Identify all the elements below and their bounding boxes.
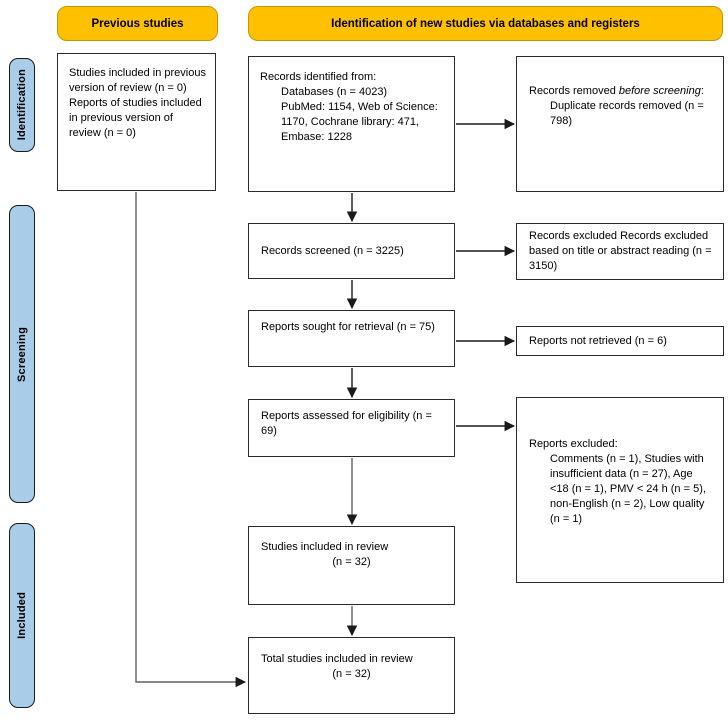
records-identified-breakdown: PubMed: 1154, Web of Science: 1170, Coch… bbox=[281, 101, 438, 143]
arrow-previous-to-total bbox=[135, 192, 247, 688]
total-studies-count: (n = 32) bbox=[332, 668, 371, 680]
records-identified-databases: Databases (n = 4023) bbox=[281, 86, 388, 98]
previous-studies-para1: Studies included in previous version of … bbox=[69, 67, 206, 94]
box-reports-not-retrieved: Reports not retrieved (n = 6) bbox=[516, 326, 724, 356]
box-records-screened: Records screened (n = 3225) bbox=[248, 223, 455, 279]
records-removed-title: Records removed before screening: bbox=[529, 84, 713, 99]
records-identified-title: Records identified from: bbox=[260, 71, 377, 83]
header-new-studies: Identification of new studies via databa… bbox=[248, 6, 723, 41]
records-removed-prefix: Records removed bbox=[529, 85, 619, 97]
reports-not-retrieved-label: Reports not retrieved (n = 6) bbox=[529, 334, 667, 347]
box-records-identified: Records identified from: Databases (n = … bbox=[248, 56, 455, 192]
reports-excluded-title: Reports excluded: bbox=[529, 438, 618, 450]
box-studies-included: Studies included in review (n = 32) bbox=[248, 526, 455, 605]
box-total-studies: Total studies included in review (n = 32… bbox=[248, 637, 455, 714]
records-removed-suffix: : bbox=[700, 85, 704, 97]
box-reports-sought: Reports sought for retrieval (n = 75) bbox=[248, 310, 455, 367]
phase-label-identification: Identification bbox=[16, 69, 28, 141]
records-excluded-label: Records excluded Records excluded based … bbox=[529, 230, 712, 272]
header-new-studies-label: Identification of new studies via databa… bbox=[331, 17, 640, 30]
phase-bar-identification: Identification bbox=[9, 58, 35, 152]
box-records-excluded: Records excluded Records excluded based … bbox=[516, 223, 724, 280]
box-previous-studies: Studies included in previous version of … bbox=[57, 53, 216, 191]
reports-sought-label: Reports sought for retrieval (n = 75) bbox=[261, 321, 435, 333]
reports-assessed-label: Reports assessed for eligibility (n = 69… bbox=[261, 410, 432, 437]
box-reports-excluded: Reports excluded: Comments (n = 1), Stud… bbox=[516, 397, 724, 583]
box-reports-assessed: Reports assessed for eligibility (n = 69… bbox=[248, 399, 455, 457]
phase-bar-screening: Screening bbox=[9, 205, 35, 503]
reports-excluded-detail: Comments (n = 1), Studies with insuffici… bbox=[550, 453, 706, 525]
header-previous-studies-label: Previous studies bbox=[91, 17, 184, 30]
phase-label-included: Included bbox=[16, 592, 28, 639]
records-removed-detail: Duplicate records removed (n = 798) bbox=[550, 100, 704, 127]
studies-included-count: (n = 32) bbox=[332, 556, 371, 568]
studies-included-label: Studies included in review bbox=[261, 541, 389, 553]
records-screened-label: Records screened (n = 3225) bbox=[261, 244, 404, 257]
total-studies-label: Total studies included in review bbox=[261, 653, 413, 665]
previous-studies-para2: Reports of studies included in previous … bbox=[69, 97, 202, 139]
records-removed-italic: before screening bbox=[618, 85, 701, 97]
phase-label-screening: Screening bbox=[16, 326, 28, 382]
header-previous-studies: Previous studies bbox=[57, 6, 218, 41]
box-records-removed: Records removed before screening: Duplic… bbox=[516, 56, 724, 192]
phase-bar-included: Included bbox=[9, 523, 35, 708]
